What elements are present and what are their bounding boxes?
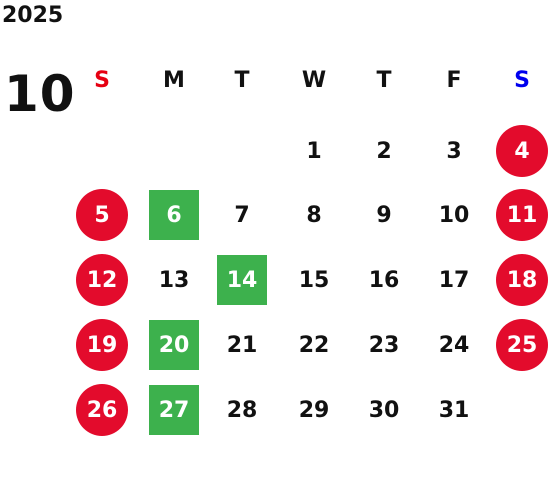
- day-cell-28[interactable]: 28: [226, 397, 258, 423]
- day-cell-21[interactable]: 21: [226, 332, 258, 358]
- day-cell-18[interactable]: 18: [496, 254, 548, 306]
- weekday-header-wednesday: W: [301, 67, 327, 93]
- day-cell-14[interactable]: 14: [217, 255, 267, 305]
- day-cell-31[interactable]: 31: [438, 397, 470, 423]
- day-cell-24[interactable]: 24: [438, 332, 470, 358]
- weekday-header-friday: F: [446, 67, 462, 93]
- weekday-header-monday: M: [163, 67, 185, 93]
- day-cell-20[interactable]: 20: [149, 320, 199, 370]
- day-cell-27[interactable]: 27: [149, 385, 199, 435]
- day-cell-3[interactable]: 3: [446, 138, 462, 164]
- day-cell-2[interactable]: 2: [376, 138, 392, 164]
- day-cell-10[interactable]: 10: [438, 202, 470, 228]
- day-cell-5[interactable]: 5: [76, 189, 128, 241]
- day-cell-17[interactable]: 17: [438, 267, 470, 293]
- day-cell-16[interactable]: 16: [368, 267, 400, 293]
- day-cell-13[interactable]: 13: [158, 267, 190, 293]
- day-cell-7[interactable]: 7: [234, 202, 250, 228]
- weekday-header-saturday: S: [514, 67, 530, 93]
- day-cell-4[interactable]: 4: [496, 125, 548, 177]
- day-cell-19[interactable]: 19: [76, 319, 128, 371]
- weekday-header-tuesday: T: [234, 67, 250, 93]
- day-cell-30[interactable]: 30: [368, 397, 400, 423]
- day-cell-1[interactable]: 1: [306, 138, 322, 164]
- day-cell-6[interactable]: 6: [149, 190, 199, 240]
- day-cell-25[interactable]: 25: [496, 319, 548, 371]
- day-cell-23[interactable]: 23: [368, 332, 400, 358]
- day-cell-12[interactable]: 12: [76, 254, 128, 306]
- weekday-header-sunday: S: [94, 67, 110, 93]
- weekday-header-thursday: T: [376, 67, 392, 93]
- month-label: 10: [4, 65, 76, 123]
- year-label: 2025: [2, 3, 64, 28]
- day-cell-8[interactable]: 8: [306, 202, 322, 228]
- day-cell-22[interactable]: 22: [298, 332, 330, 358]
- day-cell-29[interactable]: 29: [298, 397, 330, 423]
- day-cell-15[interactable]: 15: [298, 267, 330, 293]
- day-cell-9[interactable]: 9: [376, 202, 392, 228]
- day-cell-11[interactable]: 11: [496, 189, 548, 241]
- day-cell-26[interactable]: 26: [76, 384, 128, 436]
